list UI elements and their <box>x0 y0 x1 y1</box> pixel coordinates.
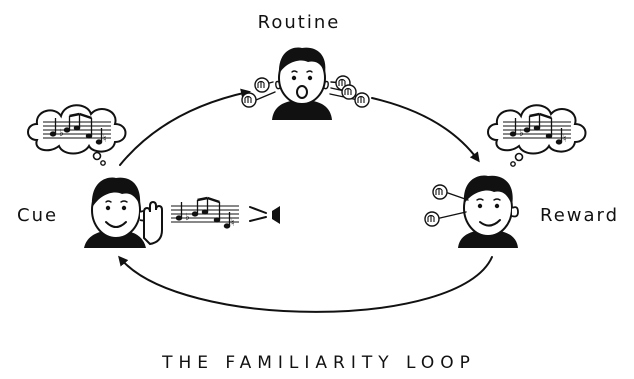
person-singing-icon <box>272 47 332 120</box>
edge-reward-to-cue <box>118 255 493 313</box>
person-listening-icon <box>84 177 163 248</box>
routine-label: Routine <box>258 12 341 33</box>
svg-text:♭: ♭ <box>185 212 190 223</box>
cue-label: Cue <box>17 205 58 226</box>
music-thought-bubble-icon <box>26 103 127 166</box>
speaker-icon <box>249 206 280 224</box>
edge-cue-to-routine <box>119 88 251 166</box>
edge-routine-to-reward <box>371 97 480 163</box>
music-thought-bubble-icon <box>486 103 587 167</box>
note-bubble-icon <box>424 184 469 227</box>
diagram-title: THE FAMILIARITY LOOP <box>161 353 476 373</box>
reward-label: Reward <box>540 205 619 226</box>
note-bubble-icon <box>241 75 370 108</box>
music-staff-icon: ♭ ♮ <box>171 196 239 229</box>
person-smiling-icon <box>458 175 519 248</box>
svg-text:♮: ♮ <box>231 218 235 229</box>
